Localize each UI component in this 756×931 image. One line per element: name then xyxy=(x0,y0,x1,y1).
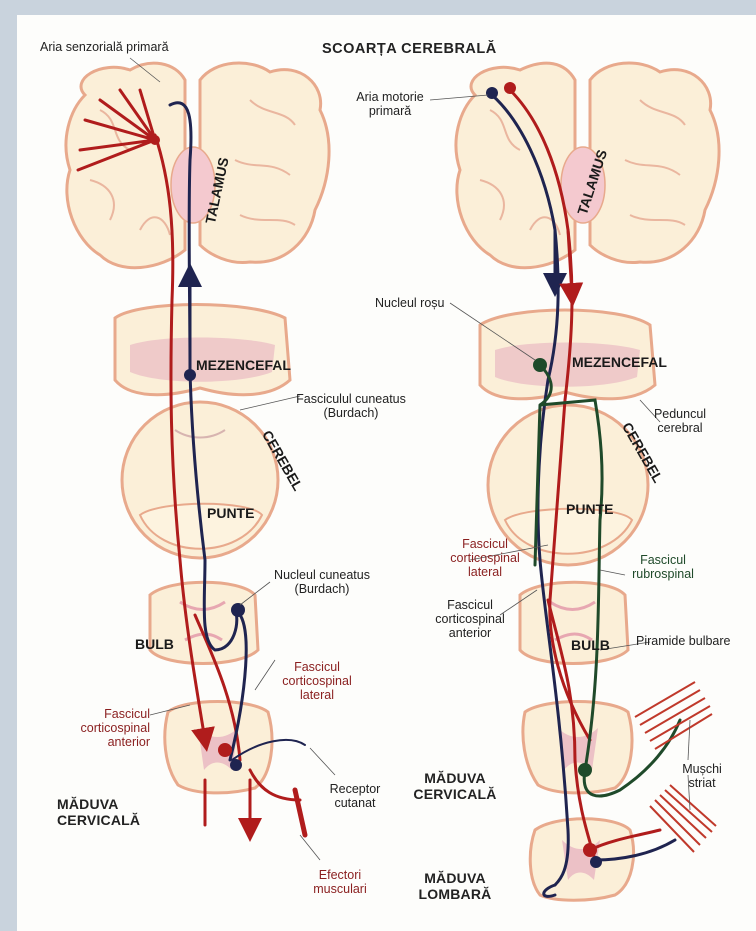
label-mezencefal-right: MEZENCEFAL xyxy=(572,355,667,369)
label-bulb-left: BULB xyxy=(135,637,174,651)
label-aria-motorie: Aria motorie primară xyxy=(345,90,435,118)
label-nucleul-cuneatus: Nucleul cuneatus (Burdach) xyxy=(262,568,382,596)
label-punte-left: PUNTE xyxy=(207,506,254,520)
label-receptor-cutanat: Receptor cutanat xyxy=(315,782,395,810)
label-fascicul-lateral-left: Fascicul corticospinal lateral xyxy=(262,660,372,702)
label-peduncul-cerebral: Peduncul cerebral xyxy=(640,407,720,435)
label-punte-right: PUNTE xyxy=(566,502,613,516)
label-nucleul-rosu: Nucleul roșu xyxy=(375,296,444,310)
page-title: SCOARȚA CEREBRALĂ xyxy=(322,42,497,56)
label-mezencefal-left: MEZENCEFAL xyxy=(196,358,291,372)
label-fascicul-rubrospinal: Fascicul rubrospinal xyxy=(618,553,708,581)
label-maduva-cervicala-right: MĂDUVA CERVICALĂ xyxy=(400,770,510,802)
label-aria-senzoriala: Aria senzorială primară xyxy=(40,40,169,54)
label-fascicul-anterior-left: Fascicul corticospinal anterior xyxy=(50,707,150,749)
label-maduva-lombara: MĂDUVA LOMBARĂ xyxy=(405,870,505,902)
label-maduva-cervicala-left: MĂDUVA CERVICALĂ xyxy=(57,796,140,828)
label-fasciculul-cuneatus: Fasciculul cuneatus (Burdach) xyxy=(296,392,406,420)
label-piramide-bulbare: Piramide bulbare xyxy=(636,634,731,648)
label-efectori-musculari: Efectori musculari xyxy=(300,868,380,896)
label-muschi-striat: Mușchi striat xyxy=(672,762,732,790)
label-fascicul-anterior-right: Fascicul corticospinal anterior xyxy=(425,598,515,640)
label-bulb-right: BULB xyxy=(571,638,610,652)
label-fascicul-lateral-right: Fascicul corticospinal lateral xyxy=(440,537,530,579)
